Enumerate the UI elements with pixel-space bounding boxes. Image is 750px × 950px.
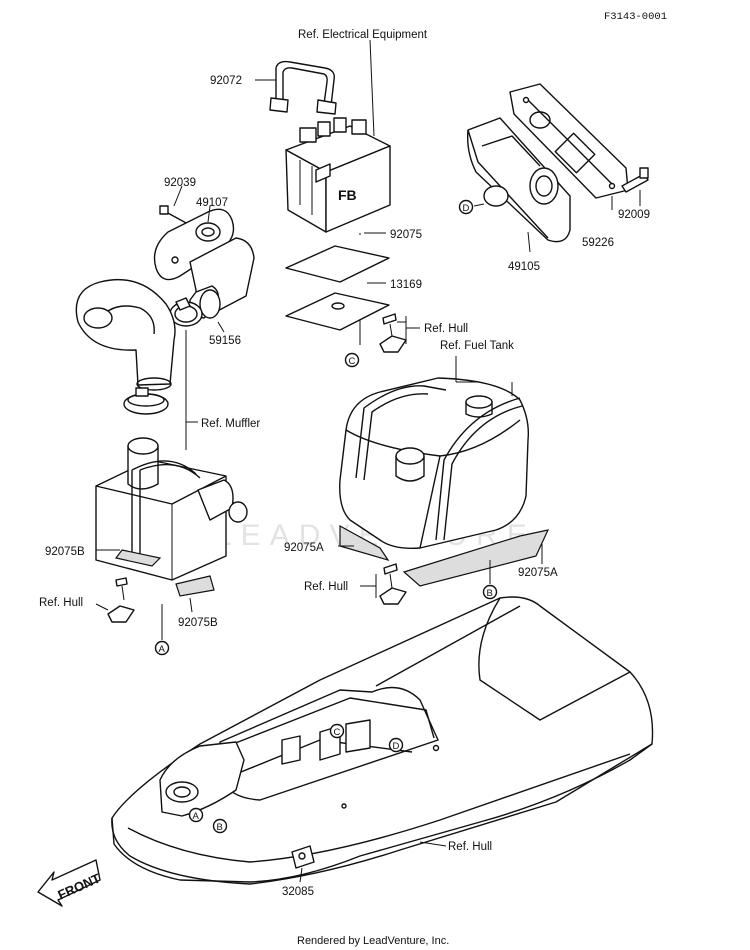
hull-clip-1 xyxy=(379,313,420,353)
label-59226: 59226 xyxy=(582,237,614,249)
hose-clamp-lower xyxy=(123,387,169,415)
svg-text:C: C xyxy=(334,727,341,738)
hull-clip-3 xyxy=(379,563,407,605)
label-92072: 92072 xyxy=(210,75,242,87)
leader-lines-exhaust xyxy=(173,185,225,450)
svg-text:B: B xyxy=(217,822,223,833)
fuel-tank-mat-92075A xyxy=(339,524,550,587)
gasket-59226 xyxy=(509,83,629,199)
label-92075: 92075 xyxy=(390,229,422,241)
marker-b-2: B xyxy=(212,818,228,834)
leader-lines-pump xyxy=(473,190,641,253)
label-59156: 59156 xyxy=(209,335,241,347)
fuel-tank xyxy=(339,377,530,550)
marker-a-1: A xyxy=(154,640,170,656)
label-ref-hull-1: Ref. Hull xyxy=(424,323,468,335)
leader-lines-battery xyxy=(255,39,386,345)
svg-text:C: C xyxy=(349,356,356,367)
bolt-92009 xyxy=(621,167,649,193)
footer-text: Rendered by LeadVenture, Inc. xyxy=(297,935,449,947)
label-32085: 32085 xyxy=(282,886,314,898)
muffler-mat-92075B xyxy=(114,549,215,597)
label-ref-hull-4: Ref. Hull xyxy=(448,841,492,853)
label-92075B-2: 92075B xyxy=(178,617,218,629)
svg-text:A: A xyxy=(193,811,200,822)
svg-text:A: A xyxy=(159,644,166,655)
marker-c-2: C xyxy=(329,723,345,739)
leader-lines-muffler xyxy=(96,549,193,640)
label-49107: 49107 xyxy=(196,197,228,209)
svg-text:D: D xyxy=(393,741,400,752)
svg-text:D: D xyxy=(463,203,470,214)
front-arrow-icon: FRONT xyxy=(37,859,103,907)
label-ref-hull-2: Ref. Hull xyxy=(39,597,83,609)
battery-pad-13169 xyxy=(285,292,390,331)
label-ref-hull-3: Ref. Hull xyxy=(304,581,348,593)
exhaust-hose xyxy=(75,278,176,391)
muffler xyxy=(95,437,248,581)
diagram-code: F3143-0001 xyxy=(604,11,667,23)
marker-d-1: D xyxy=(458,199,474,215)
label-92009: 92009 xyxy=(618,209,650,221)
label-ref-muffler: Ref. Muffler xyxy=(201,418,260,430)
hull-clip-2 xyxy=(95,577,135,623)
label-92075A-1: 92075A xyxy=(284,542,324,554)
label-ref-electrical: Ref. Electrical Equipment xyxy=(298,29,428,41)
label-13169: 13169 xyxy=(390,279,422,291)
label-92039: 92039 xyxy=(164,177,196,189)
battery: FB xyxy=(285,117,391,233)
label-49105: 49105 xyxy=(508,261,540,273)
pump-cover-49105 xyxy=(466,117,571,243)
marker-c-1: C xyxy=(344,352,360,368)
label-92075A-2: 92075A xyxy=(518,567,558,579)
leader-lines-tank xyxy=(338,356,543,598)
label-ref-fuel-tank: Ref. Fuel Tank xyxy=(440,340,514,352)
bolt-92039 xyxy=(159,205,189,225)
leader-lines-hull xyxy=(299,841,447,883)
marker-d-2: D xyxy=(388,737,404,753)
marker-a-2: A xyxy=(188,807,204,823)
marker-b-1: B xyxy=(482,584,498,600)
battery-mat-92075 xyxy=(285,245,390,283)
hull xyxy=(111,596,654,885)
battery-fb-mark: FB xyxy=(338,187,357,203)
cover-49107 xyxy=(153,208,235,281)
battery-holder-92072 xyxy=(269,60,337,115)
label-92075B-1: 92075B xyxy=(45,546,85,558)
svg-text:B: B xyxy=(487,588,493,599)
